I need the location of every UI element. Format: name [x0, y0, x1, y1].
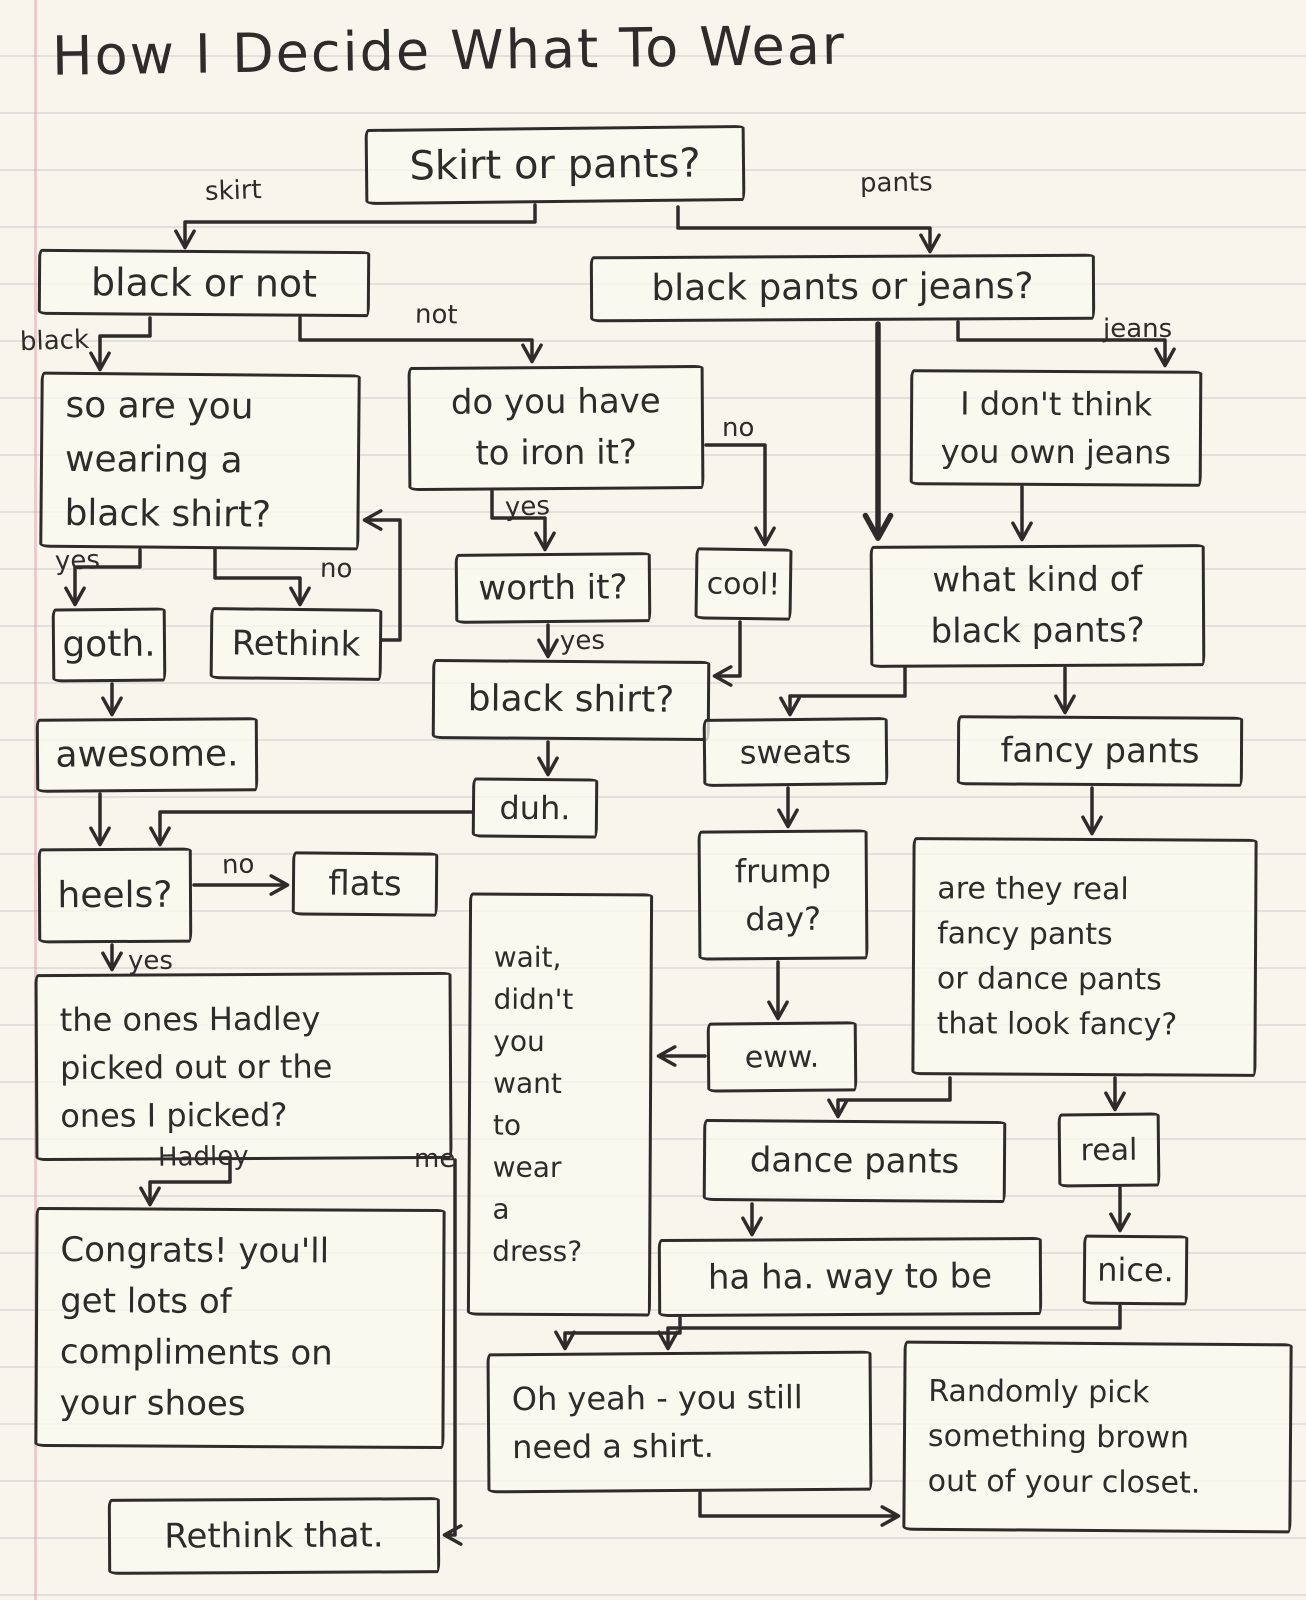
- node-black-pants-or-jeans: black pants or jeans?: [589, 253, 1096, 323]
- edge-iron-to-cool: [704, 443, 776, 547]
- node-hadley-q: the ones Hadley picked out or the ones I…: [34, 971, 453, 1162]
- node-iron: do you have to iron it?: [407, 364, 705, 492]
- edge-hadley-q-to-rethink-that: [442, 1158, 463, 1546]
- branch-label-me: me: [414, 1144, 456, 1174]
- node-frump-day: frump day?: [697, 829, 869, 961]
- edge-nice-to-oh-yeah: [657, 1304, 1122, 1351]
- edge-so-are-you-to-rethink: [213, 548, 311, 607]
- edge-iron-to-worth-it: [490, 488, 556, 552]
- edge-cool-to-black-shirt: [712, 620, 742, 687]
- node-sweats: sweats: [702, 717, 889, 787]
- node-so-are-you: so are you wearing a black shirt?: [39, 371, 361, 551]
- node-fancy-pants: fancy pants: [956, 715, 1244, 787]
- node-wait-dress: wait, didn't you want to wear a dress?: [466, 892, 654, 1317]
- branch-label-skirt: skirt: [204, 175, 263, 207]
- node-rethink-that: Rethink that.: [107, 1497, 441, 1575]
- branch-label-pants: pants: [859, 167, 933, 199]
- node-congrats: Congrats! you'll get lots of compliments…: [34, 1206, 446, 1450]
- node-flats: flats: [291, 851, 439, 917]
- node-randomly: Randomly pick something brown out of you…: [902, 1340, 1293, 1534]
- edge-what-kind-to-sweats: [779, 666, 907, 717]
- branch-label-jeans: jeans: [1103, 314, 1173, 344]
- node-dance-pants: dance pants: [702, 1118, 1007, 1204]
- edge-black-or-not-to-iron: [298, 316, 543, 364]
- node-skirt-or-pants: Skirt or pants?: [364, 125, 746, 205]
- branch-label-heels-yes: yes: [128, 946, 173, 976]
- edge-are-they-real-to-dance-pants: [827, 1076, 952, 1119]
- node-black-or-not: black or not: [37, 248, 371, 318]
- edge-black-pants-or-jeans-to-dont-own-jeans: [956, 320, 1176, 368]
- branch-label-shirt-no: no: [319, 553, 353, 585]
- node-black-shirt: black shirt?: [431, 659, 711, 741]
- branch-label-black: black: [19, 324, 90, 358]
- node-heels: heels?: [37, 847, 193, 944]
- node-dont-own-jeans: I don't think you own jeans: [909, 369, 1203, 487]
- edge-black-or-not-to-so-are-you: [89, 316, 152, 372]
- edge-duh-to-heels: [149, 810, 474, 847]
- edge-hadley-q-to-congrats: [139, 1159, 232, 1207]
- node-duh: duh.: [471, 777, 599, 839]
- node-worth-it: worth it?: [454, 552, 652, 624]
- branch-label-iron-yes: yes: [504, 491, 551, 523]
- node-what-kind: what kind of black pants?: [869, 544, 1206, 668]
- node-haha: ha ha. way to be: [657, 1236, 1043, 1318]
- node-awesome: awesome.: [35, 717, 259, 793]
- edge-rethink-to-so-are-you: [362, 509, 402, 642]
- node-eww: eww.: [706, 1021, 858, 1093]
- branch-label-heels-no: no: [221, 849, 255, 881]
- branch-label-worth-yes: yes: [559, 625, 606, 657]
- node-oh-yeah: Oh yeah - you still need a shirt.: [486, 1350, 873, 1494]
- edge-so-are-you-to-goth: [64, 548, 142, 607]
- branch-label-not: not: [414, 299, 458, 331]
- node-rethink: Rethink: [209, 607, 383, 681]
- node-goth: goth.: [51, 607, 167, 683]
- node-nice: nice.: [1082, 1234, 1189, 1306]
- node-are-they-real: are they real fancy pants or dance pants…: [911, 837, 1258, 1077]
- edge-skirt-or-pants-to-black-or-not: [174, 203, 537, 250]
- edge-skirt-or-pants-to-black-pants-or-jeans: [676, 205, 941, 254]
- node-cool: cool!: [694, 547, 793, 621]
- edge-haha-to-oh-yeah: [554, 1316, 682, 1351]
- edge-oh-yeah-to-randomly: [698, 1491, 901, 1527]
- branch-label-iron-no: no: [722, 413, 755, 443]
- branch-label-hadley: Hadley: [157, 1141, 249, 1173]
- branch-label-shirt-yes: yes: [54, 545, 101, 577]
- node-real: real: [1057, 1112, 1161, 1188]
